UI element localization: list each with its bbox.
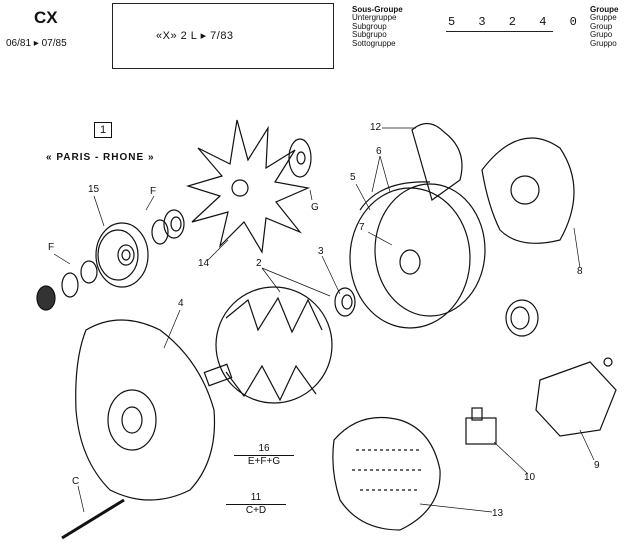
- formula-11: 11 C+D: [226, 492, 286, 516]
- formula-11-numerator: 11: [226, 492, 286, 505]
- callout-6: 6: [376, 146, 382, 157]
- callout-8: 8: [577, 266, 583, 277]
- rotor: [203, 286, 333, 404]
- group-label-de: Gruppe: [590, 13, 617, 23]
- callout-13: 13: [492, 508, 504, 519]
- formula-11-denominator: C+D: [245, 505, 267, 516]
- callout-10: 10: [524, 472, 536, 483]
- bracket: [411, 122, 463, 201]
- subgroup-labels: Sous-Groupe Untergruppe Subgroup Subgrup…: [352, 5, 403, 48]
- model-code: CX: [34, 8, 58, 27]
- callout-15: 15: [88, 184, 100, 195]
- callout-c: C: [72, 476, 80, 487]
- seal-ring: [505, 299, 539, 337]
- callout-g: G: [311, 202, 319, 213]
- group-code: 5 3 2 4 0: [448, 15, 585, 29]
- regulator: [535, 357, 617, 437]
- bearing: [334, 287, 356, 317]
- group-label-it: Gruppo: [590, 38, 617, 48]
- subgroup-label-fr: Sous-Groupe: [352, 5, 403, 14]
- callout-14: 14: [198, 258, 210, 269]
- variant-box: [112, 3, 334, 69]
- date-range: 06/81 ▸ 07/85: [6, 38, 67, 49]
- callout-3: 3: [318, 246, 324, 257]
- brand-label: « PARIS - RHONE »: [46, 152, 155, 163]
- washer-set-right: [151, 209, 185, 245]
- spacer-g: [288, 138, 312, 178]
- subgroup-label-de: Untergruppe: [352, 13, 397, 23]
- group-label-es: Grupo: [590, 30, 613, 40]
- subgroup-label-en: Subgroup: [352, 21, 387, 31]
- stator: [349, 181, 486, 329]
- group-label-en: Group: [590, 21, 613, 31]
- code-underline: [446, 31, 553, 32]
- pulley: [95, 222, 149, 288]
- variant-label: «X» 2 L ▸ 7/83: [156, 30, 234, 42]
- callout-4: 4: [178, 298, 184, 309]
- cooling-fan: [185, 119, 311, 254]
- formula-16-numerator: 16: [234, 443, 294, 456]
- callout-12: 12: [370, 122, 382, 133]
- leader-lines: [53, 127, 595, 513]
- brush-holder: [465, 407, 497, 445]
- diode-plate: [481, 137, 575, 244]
- callout-9: 9: [594, 460, 600, 471]
- callout-f-right: F: [150, 186, 157, 197]
- rear-cover: [332, 416, 441, 531]
- figure-number-box: 1: [94, 122, 112, 138]
- callout-2: 2: [256, 258, 262, 269]
- callout-5: 5: [350, 172, 356, 183]
- subgroup-label-es: Subgrupo: [352, 30, 387, 40]
- formula-16: 16 E+F+G: [234, 443, 294, 467]
- subgroup-label-it: Sottogruppe: [352, 38, 396, 48]
- group-label-fr: Groupe: [590, 5, 619, 14]
- drive-end-housing: [75, 319, 216, 501]
- callout-f-left: F: [48, 242, 55, 253]
- callout-7: 7: [359, 222, 365, 233]
- long-bolt: [61, 498, 125, 540]
- group-labels: Groupe Gruppe Group Grupo Gruppo: [590, 5, 619, 48]
- washer-set-left: [36, 260, 98, 311]
- formula-16-denominator: E+F+G: [247, 456, 281, 467]
